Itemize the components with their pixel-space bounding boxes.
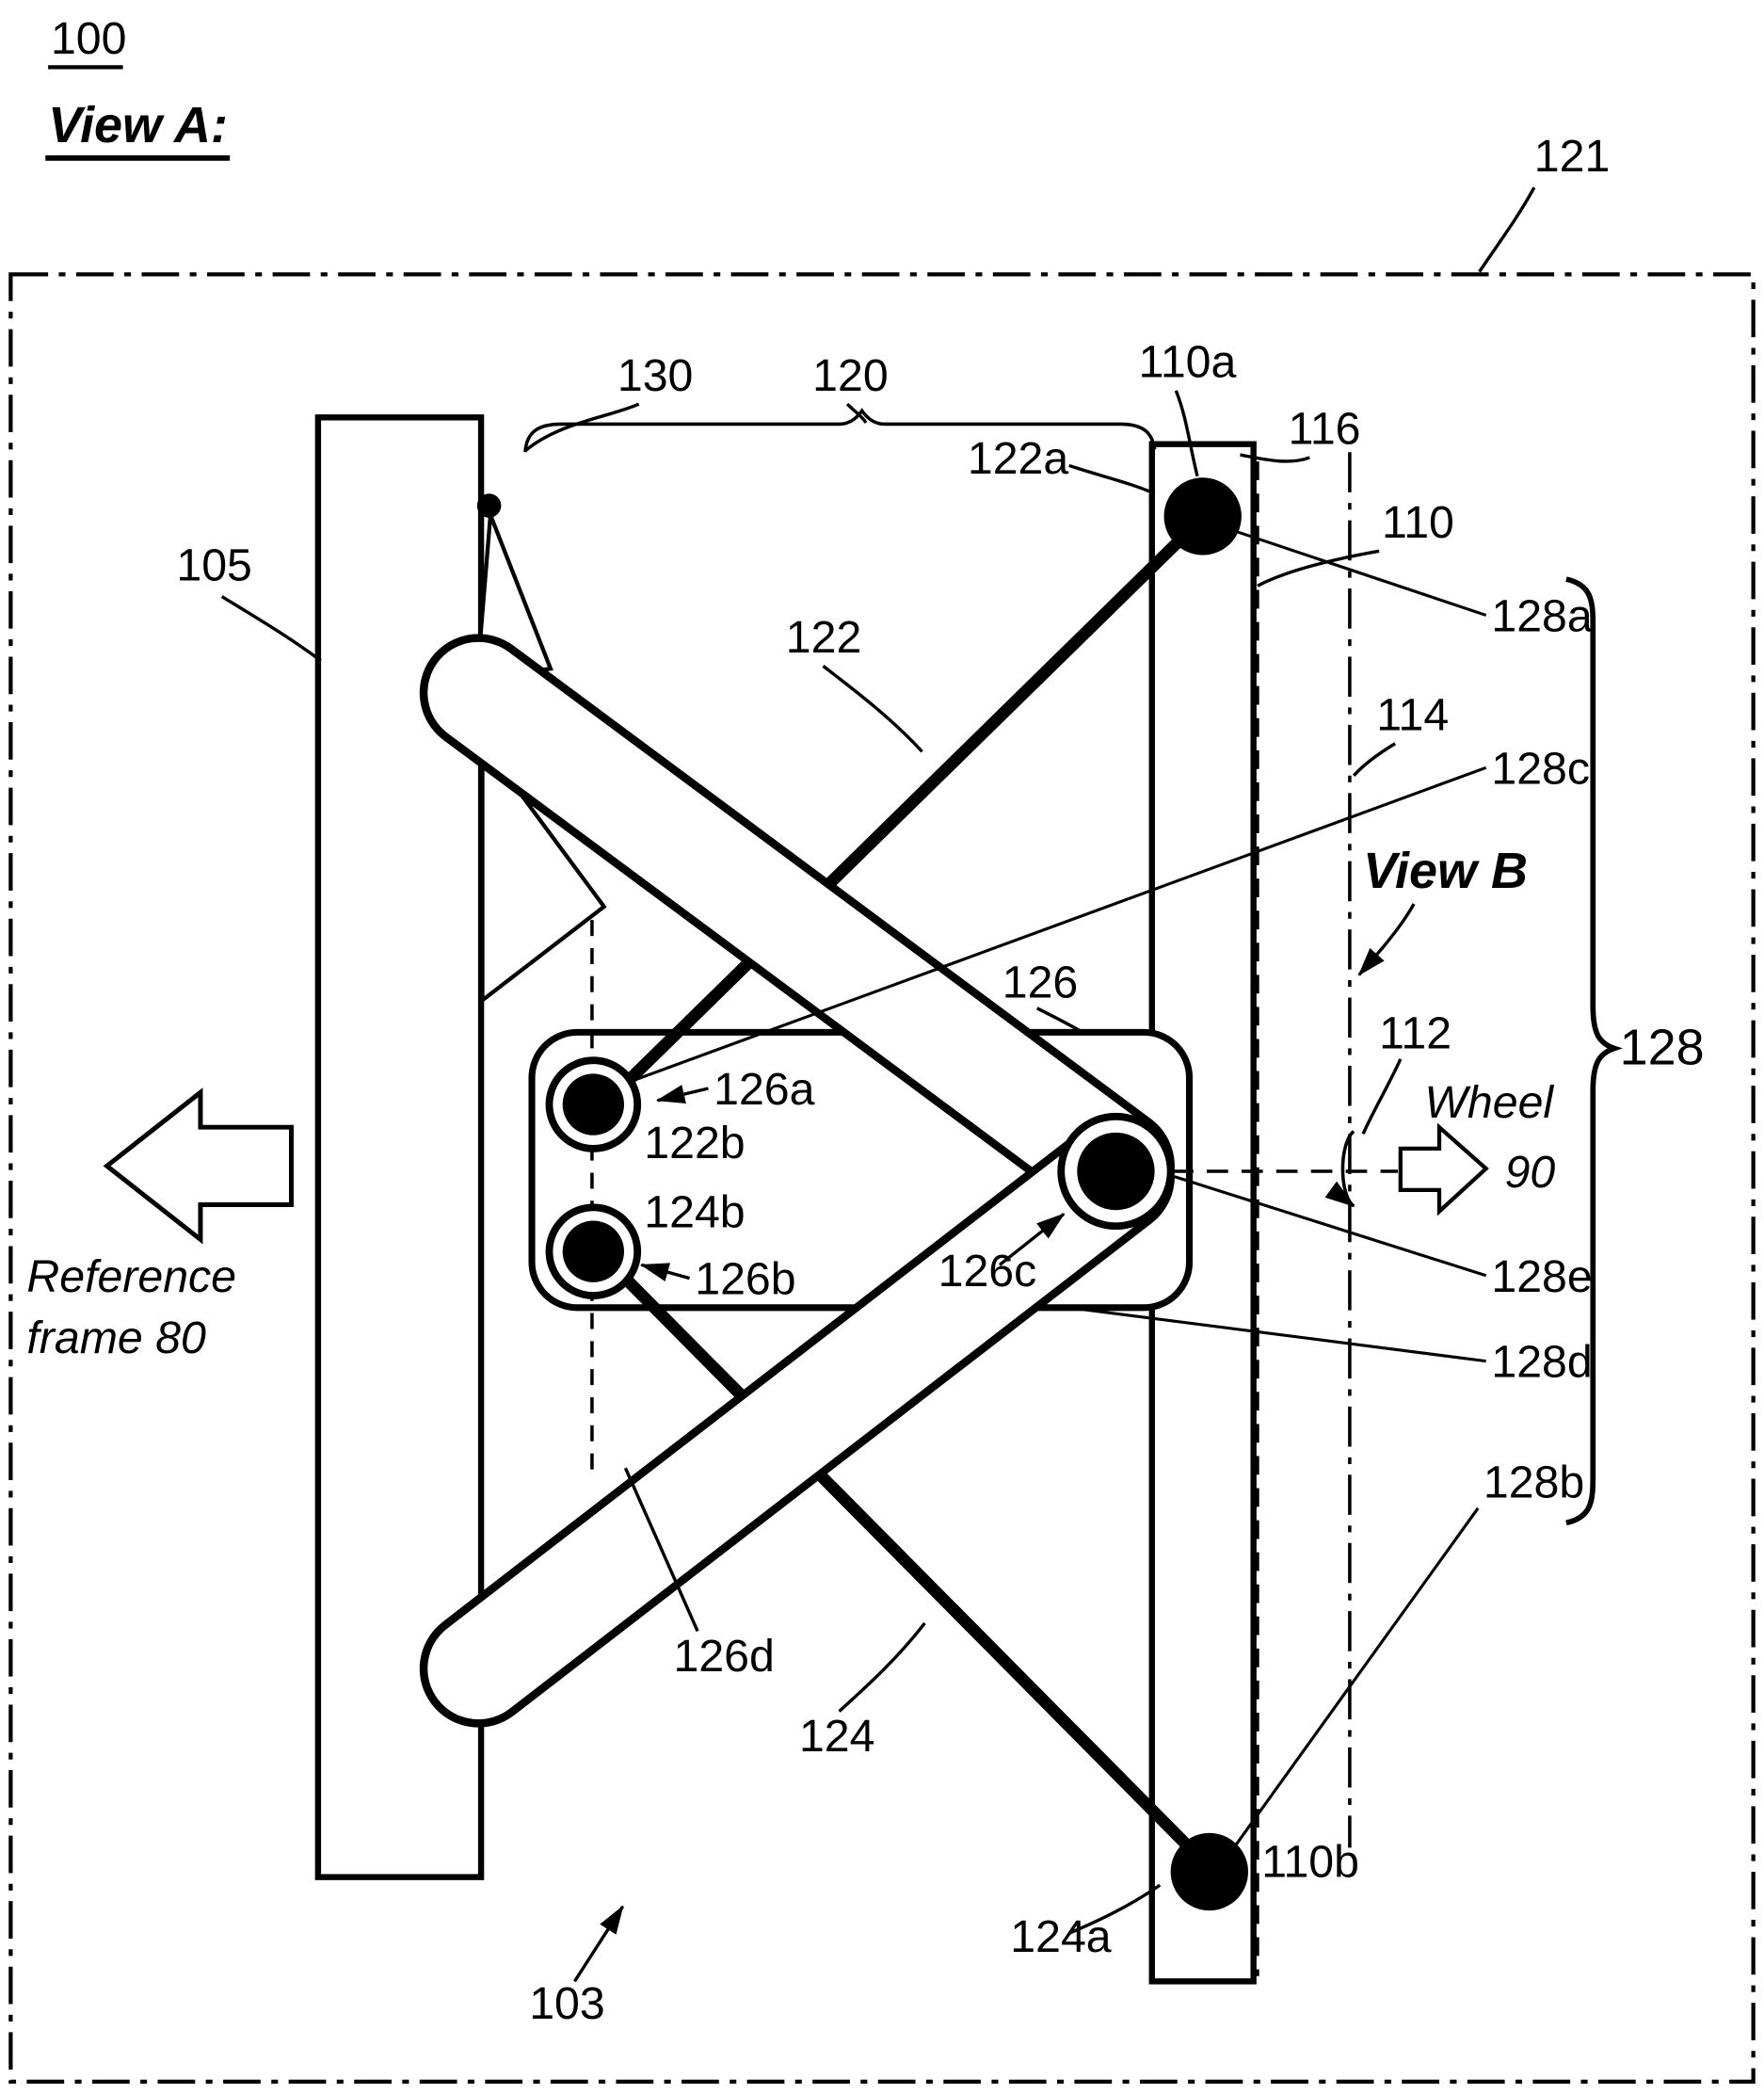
brace-128 (1565, 576, 1623, 1526)
leader-128b (1227, 1506, 1480, 1857)
arrow-126c (998, 1213, 1066, 1266)
arrow-126a (655, 1085, 709, 1104)
leader-126d (623, 1467, 699, 1633)
label-124a: 124a (1010, 1911, 1112, 1962)
leader-128c (633, 765, 1487, 1082)
link-124 (600, 1252, 1211, 1870)
label-reference-frame-line2: frame 80 (26, 1313, 206, 1363)
label-122a: 122a (968, 433, 1069, 484)
leader-114 (1352, 742, 1397, 777)
label-122: 122 (786, 612, 862, 663)
leader-122a (1068, 463, 1156, 495)
flexure-triangle-lower-130 (480, 735, 607, 1005)
wheel-direction-arrow (1398, 1122, 1489, 1216)
label-130: 130 (617, 350, 694, 401)
label-128d: 128d (1491, 1337, 1592, 1388)
joint-124b-inner (562, 1220, 624, 1282)
label-116: 116 (1289, 404, 1361, 455)
leader-120 (845, 402, 868, 424)
label-110a: 110a (1139, 337, 1237, 388)
label-126b: 126b (695, 1254, 795, 1305)
label-126d: 126d (674, 1631, 775, 1682)
label-105: 105 (176, 540, 252, 591)
pivot-dot-130 (476, 493, 502, 518)
label-110b: 110b (1261, 1837, 1359, 1888)
arm-upper-fill (427, 641, 1167, 1217)
leader-122 (822, 665, 923, 753)
figure-ref-label: 100 (51, 13, 127, 64)
label-120: 120 (812, 350, 889, 401)
arrow-view-b (1357, 903, 1416, 976)
label-90: 90 (1505, 1147, 1556, 1198)
label-128e: 128e (1491, 1251, 1592, 1302)
leader-130 (523, 402, 640, 453)
leader-124 (838, 1621, 926, 1713)
joint-126c-inner (1077, 1132, 1155, 1211)
joint-122b-inner (562, 1073, 624, 1136)
label-122b: 122b (644, 1118, 745, 1168)
label-126c: 126c (938, 1246, 1037, 1297)
leader-128a (1230, 528, 1487, 617)
label-128: 128 (1620, 1019, 1705, 1075)
label-reference-frame-line1: Reference (26, 1251, 236, 1302)
label-128c: 128c (1491, 743, 1590, 794)
label-126a: 126a (714, 1064, 815, 1115)
label-126: 126 (1002, 957, 1079, 1007)
leader-105 (220, 595, 322, 663)
leader-124a (1068, 1883, 1162, 1935)
link-122 (597, 517, 1203, 1112)
boundary-box-121 (8, 272, 1756, 2084)
view-a-label: View A: (48, 97, 228, 153)
joint-110a (1163, 477, 1242, 556)
label-128b: 128b (1483, 1457, 1584, 1507)
label-128a: 128a (1491, 590, 1593, 641)
label-112: 112 (1379, 1007, 1451, 1058)
label-wheel: Wheel (1424, 1077, 1554, 1128)
reference-frame-arrow (103, 1087, 294, 1245)
label-124: 124 (799, 1711, 875, 1762)
label-121: 121 (1534, 131, 1611, 182)
leader-128e (1174, 1175, 1487, 1278)
arrow-126b (639, 1263, 691, 1282)
label-110: 110 (1382, 497, 1454, 548)
leader-128d (1068, 1306, 1486, 1363)
span-bracket-120 (523, 408, 1157, 453)
label-103: 103 (529, 1978, 605, 2029)
label-114: 114 (1376, 690, 1449, 741)
leader-116 (1240, 453, 1310, 463)
leader-110 (1257, 549, 1380, 588)
label-view-b: View B (1363, 843, 1528, 899)
rotation-arrow-112 (1324, 1130, 1355, 1208)
label-124b: 124b (644, 1187, 745, 1238)
leader-110a (1174, 390, 1199, 477)
leader-126 (1035, 1007, 1083, 1034)
arrow-103 (573, 1905, 625, 1983)
leader-121 (1478, 186, 1536, 273)
leader-112 (1361, 1058, 1403, 1135)
